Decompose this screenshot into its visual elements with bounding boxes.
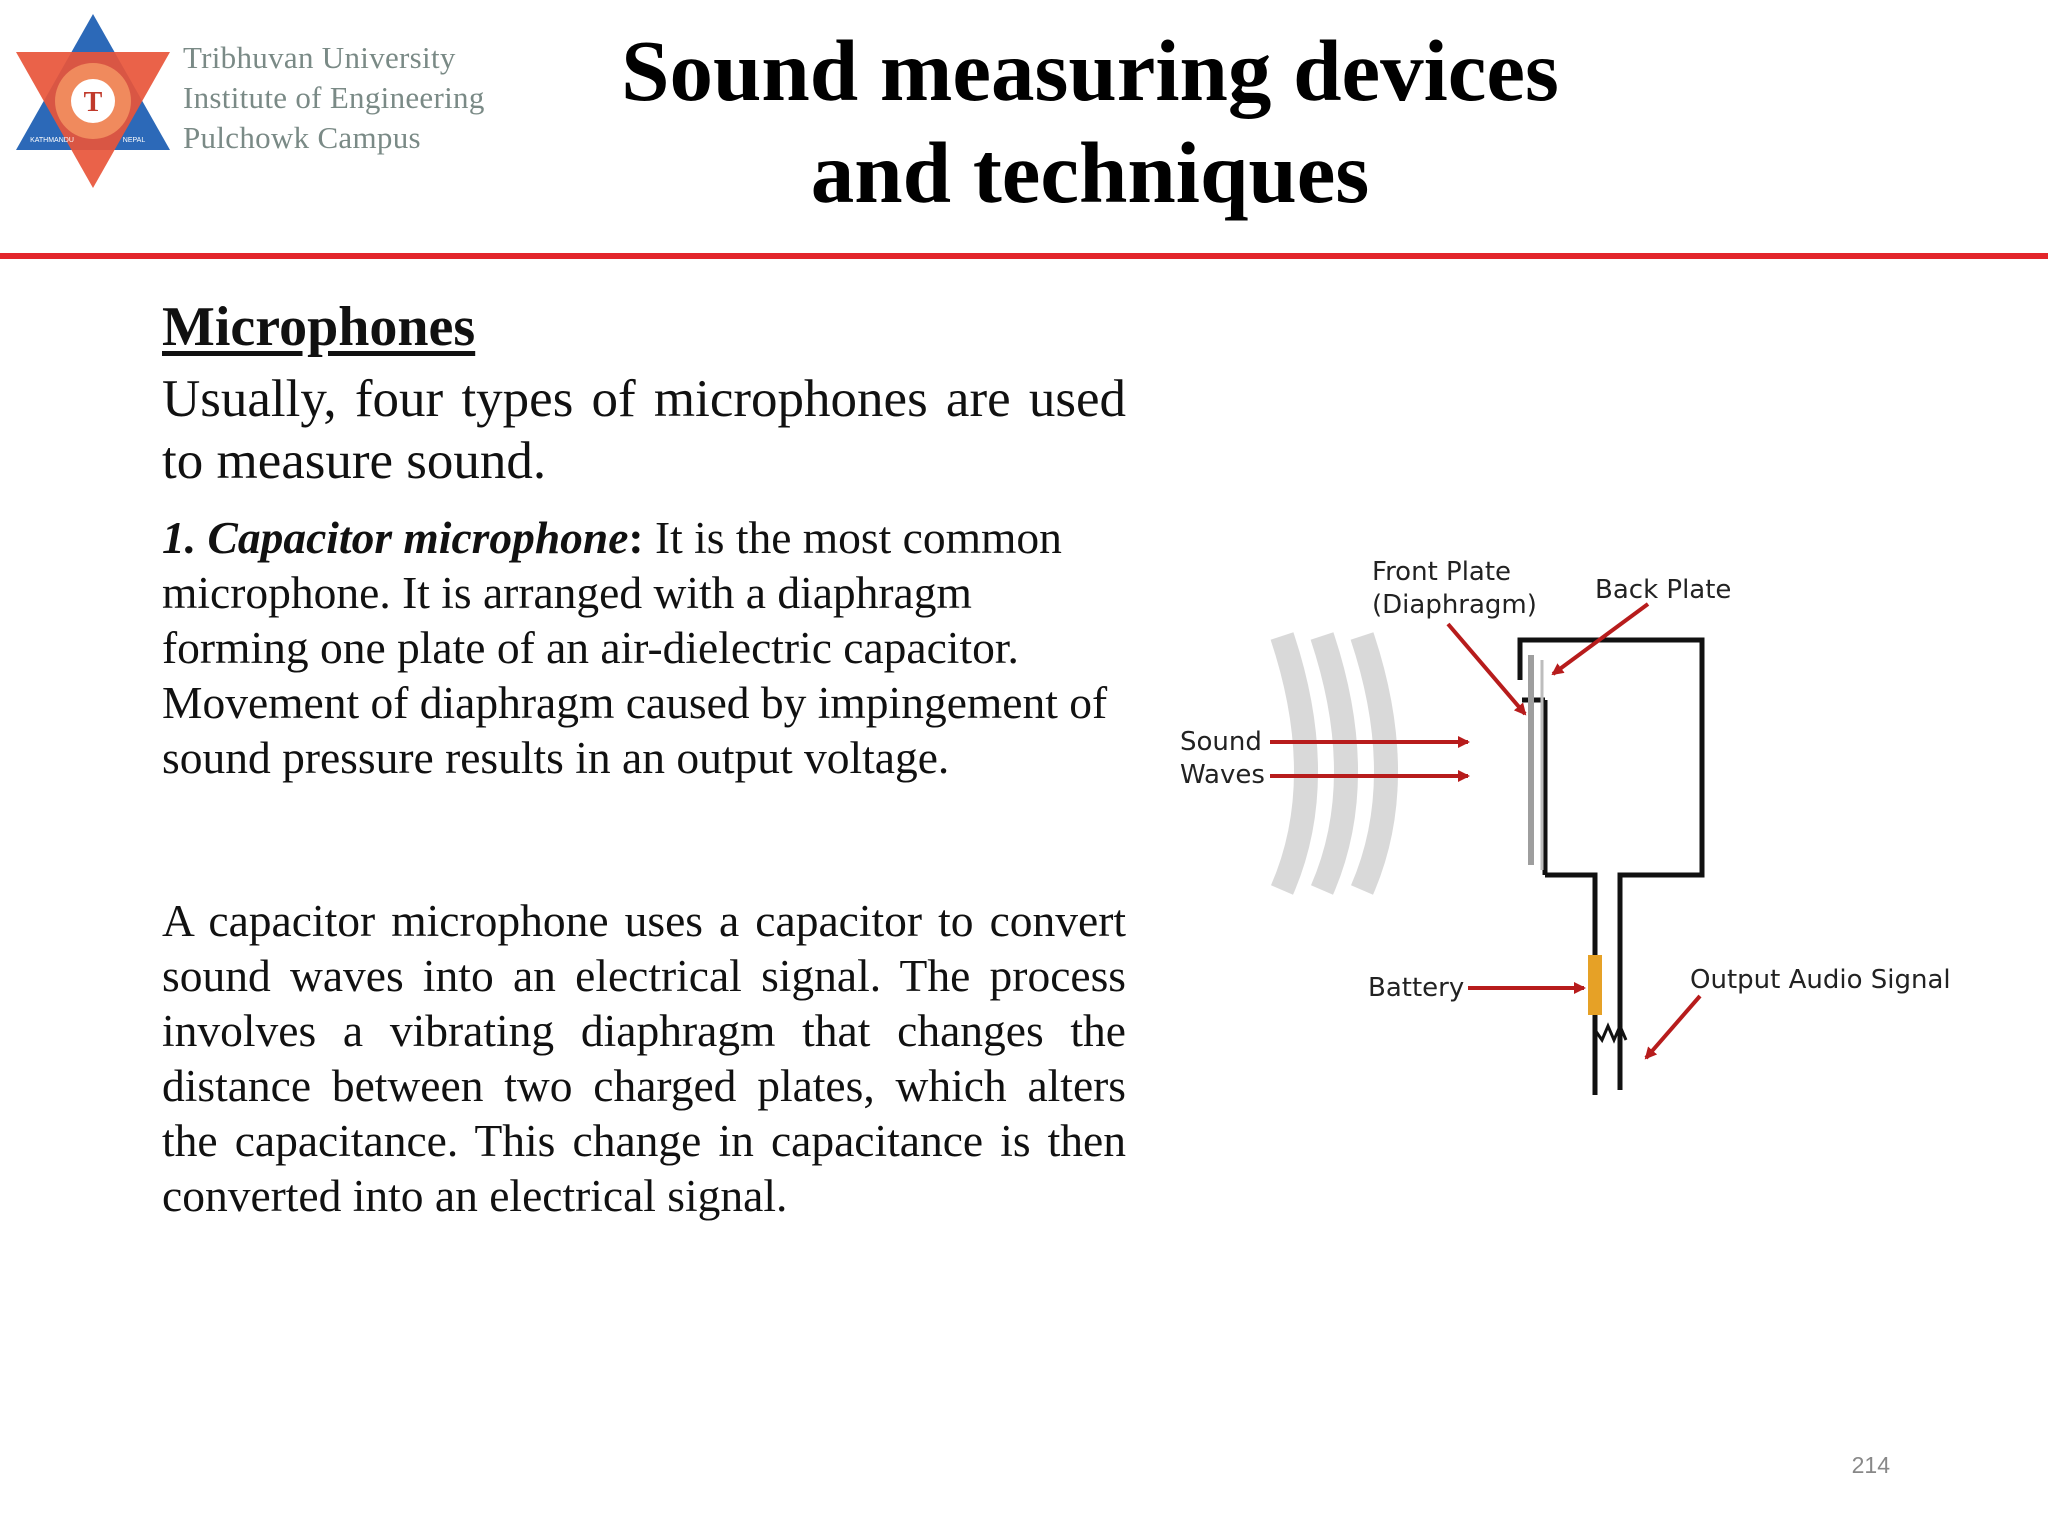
front-plate-arrow xyxy=(1446,622,1527,716)
front-plate-label: Front Plate xyxy=(1372,557,1511,587)
title-line: and techniques xyxy=(810,124,1370,221)
slide-body: Microphones Usually, four types of micro… xyxy=(162,290,1126,1223)
svg-text:KATHMANDU: KATHMANDU xyxy=(30,137,74,144)
item-colon: : xyxy=(628,512,644,563)
slide-header: T KATHMANDU NEPAL Tribhuvan University I… xyxy=(0,0,2048,259)
svg-text:T: T xyxy=(84,87,103,118)
back-plate-arrow xyxy=(1551,602,1650,676)
waves-label: Waves xyxy=(1180,760,1265,790)
item-text: It is the most common microphone. It is … xyxy=(162,512,1108,783)
university-logo: T KATHMANDU NEPAL xyxy=(16,14,170,188)
back-plate-label: Back Plate xyxy=(1595,575,1731,605)
intro-text: Usually, four types of microphones are u… xyxy=(162,370,1126,490)
output-arrow xyxy=(1644,994,1702,1060)
sound-wave-arcs xyxy=(1270,632,1398,895)
institution-line: Pulchowk Campus xyxy=(183,120,421,155)
battery-icon xyxy=(1588,955,1602,1015)
section-heading: Microphones xyxy=(162,296,476,358)
institution-line: Tribhuvan University xyxy=(183,40,456,75)
sound-label: Sound xyxy=(1180,727,1262,757)
battery-label: Battery xyxy=(1368,973,1464,1003)
output-signal-label: Output Audio Signal xyxy=(1690,965,1950,995)
item-lead: 1. Capacitor microphone xyxy=(162,512,629,563)
capacitor-microphone-diagram: Front Plate (Diaphragm) Back Plate Sound… xyxy=(1180,557,1950,1095)
svg-text:NEPAL: NEPAL xyxy=(123,137,146,144)
header-divider xyxy=(0,253,2048,259)
front-plate-sublabel: (Diaphragm) xyxy=(1372,590,1537,620)
capacitor-explanation: A capacitor microphone uses a capacitor … xyxy=(162,895,1126,1221)
capacitor-mic-paragraph: 1. Capacitor microphone: It is the most … xyxy=(162,510,1126,785)
page-number: 214 xyxy=(1851,1452,1890,1478)
resistor-icon xyxy=(1593,1022,1628,1044)
institution-name: Tribhuvan University Institute of Engine… xyxy=(183,38,553,158)
slide-title: Sound measuring devices and techniques xyxy=(540,20,1640,224)
title-line: Sound measuring devices xyxy=(621,22,1559,119)
diaphragm-plate xyxy=(1528,655,1534,865)
institution-line: Institute of Engineering xyxy=(183,80,485,115)
